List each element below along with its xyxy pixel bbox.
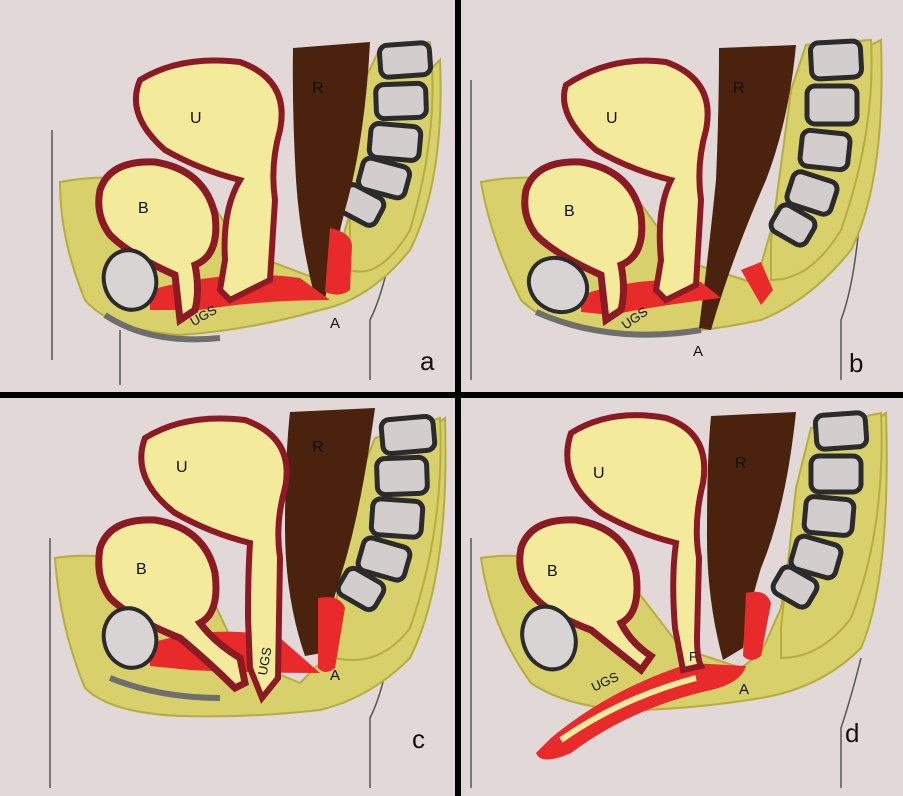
label-uterus: U [606, 110, 618, 127]
label-rectum: R [733, 80, 745, 97]
label-fistula: F [689, 649, 697, 664]
panel-label-d: d [845, 718, 859, 748]
label-rectum: R [735, 455, 747, 472]
label-bladder: B [138, 200, 149, 217]
panel-label-a: a [420, 346, 435, 376]
label-uterus: U [190, 110, 202, 127]
panel-a: U R B UGS A a [0, 0, 455, 392]
label-anus: A [330, 315, 340, 332]
label-bladder: B [136, 561, 147, 578]
panel-b: U R B UGS A b [461, 0, 903, 392]
vertical-divider [455, 0, 461, 796]
label-anus: A [693, 343, 703, 360]
label-uterus: U [593, 465, 605, 482]
label-bladder: B [564, 203, 575, 220]
panel-label-b: b [849, 348, 863, 378]
panel-c: U R B UGS A c [0, 398, 455, 796]
panel-d: U R B UGS F A d [461, 398, 903, 796]
label-rectum: R [312, 80, 324, 97]
label-bladder: B [547, 563, 558, 580]
label-anus: A [330, 667, 340, 684]
label-rectum: R [312, 439, 324, 456]
label-anus: A [739, 681, 749, 698]
horizontal-divider [0, 392, 903, 398]
panel-label-c: c [412, 724, 425, 754]
label-uterus: U [176, 459, 188, 476]
